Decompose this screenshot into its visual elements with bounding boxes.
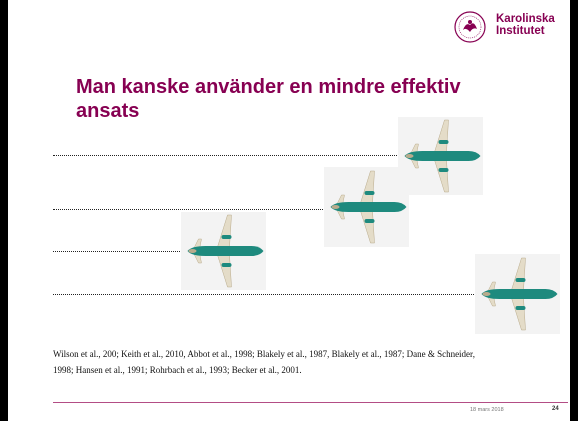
karolinska-logo: Karolinska Institutet bbox=[448, 10, 568, 44]
ki-seal-icon bbox=[454, 11, 486, 43]
slide: Karolinska Institutet Man kanske använde… bbox=[8, 0, 570, 421]
page-number: 24 bbox=[552, 406, 559, 412]
footer-divider bbox=[53, 402, 568, 403]
airplane-icon bbox=[330, 170, 407, 244]
references: Wilson et al., 200; Keith et al., 2010, … bbox=[53, 346, 563, 378]
slide-title: Man kanske använder en mindre effektiv a… bbox=[76, 76, 461, 122]
references-line-2: 1998; Hansen et al., 1991; Rohrbach et a… bbox=[53, 365, 302, 375]
airplane-2 bbox=[324, 167, 409, 247]
airplane-3 bbox=[181, 212, 266, 290]
logo-line-1: Karolinska bbox=[496, 13, 555, 25]
references-line-1: Wilson et al., 200; Keith et al., 2010, … bbox=[53, 349, 475, 359]
footer-date: 18 mars 2018 bbox=[470, 407, 504, 413]
logo-line-2: Institutet bbox=[496, 25, 545, 37]
airplane-icon bbox=[481, 257, 558, 331]
airplane-4 bbox=[475, 254, 560, 334]
trail-3 bbox=[53, 251, 190, 252]
trail-1 bbox=[53, 155, 411, 156]
trail-4 bbox=[53, 294, 490, 295]
logo-text: Karolinska Institutet bbox=[496, 13, 555, 37]
airplane-icon bbox=[187, 214, 264, 288]
airplane-icon bbox=[404, 119, 481, 193]
airplane-1 bbox=[398, 117, 483, 195]
trail-2 bbox=[53, 209, 337, 210]
